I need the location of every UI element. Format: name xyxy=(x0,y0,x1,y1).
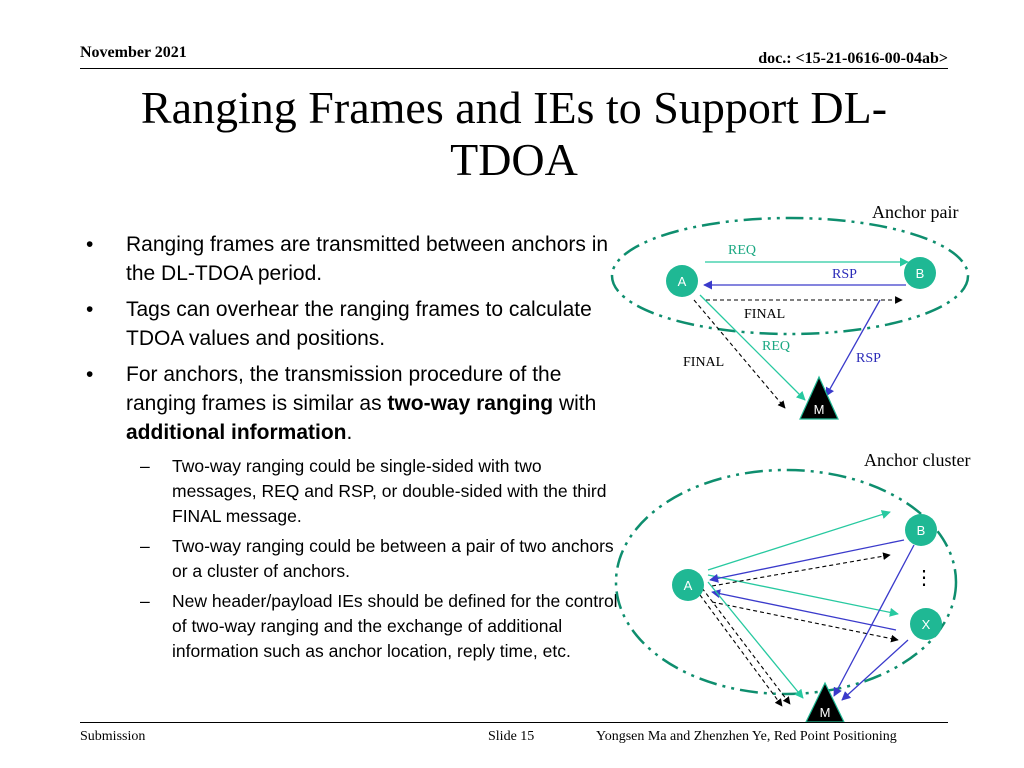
cluster-final-am2-arrow xyxy=(699,594,783,707)
bullet-bold-text: additional information xyxy=(126,421,347,444)
cluster-anchor-x xyxy=(910,608,942,640)
header-date: November 2021 xyxy=(80,44,187,61)
bullet-text: For anchors, the transmission procedure … xyxy=(126,363,562,415)
title-line-1: Ranging Frames and IEs to Support DL- xyxy=(140,82,888,133)
bullet-bold-text: two-way ranging xyxy=(387,392,554,415)
pair-rsp-label: RSP xyxy=(832,267,857,282)
pair-rsp-diag-label: RSP xyxy=(856,351,881,366)
title-line-2: TDOA xyxy=(450,134,578,185)
pair-anchor-b xyxy=(904,257,936,289)
bullet-text: Two-way ranging could be single-sided wi… xyxy=(172,456,607,526)
footer-authors: Yongsen Ma and Zhenzhen Ye, Red Point Po… xyxy=(596,729,897,744)
footer-submission: Submission xyxy=(80,729,146,744)
anchor-cluster-caption: Anchor cluster xyxy=(864,450,970,470)
cluster-final-am-arrow xyxy=(701,587,791,705)
cluster-anchor-b-label: B xyxy=(917,523,926,538)
cluster-anchor-x-label: X xyxy=(922,617,931,632)
bullet-text: New header/payload IEs should be defined… xyxy=(172,591,618,661)
bullet-marker: – xyxy=(140,591,150,611)
bullet-marker: – xyxy=(140,536,150,556)
bullet-text: Ranging frames are transmitted between a… xyxy=(126,233,609,285)
cluster-rsp-bm-arrow xyxy=(833,544,915,697)
cluster-tag-m xyxy=(805,681,845,723)
cluster-final-ax-arrow xyxy=(711,601,899,643)
bullet-text: with xyxy=(553,392,597,415)
bullet-marker: • xyxy=(86,298,94,321)
pair-req-label: REQ xyxy=(728,243,756,258)
bullet-list: • Ranging frames are transmitted between … xyxy=(82,230,622,669)
bullet-marker: – xyxy=(140,456,150,476)
cluster-rsp-xa-arrow xyxy=(711,589,897,631)
pair-final-left-label: FINAL xyxy=(683,355,724,370)
footer-slide-number: Slide 15 xyxy=(488,729,535,744)
pair-final-label: FINAL xyxy=(744,307,785,322)
pair-anchor-b-label: B xyxy=(916,266,925,281)
pair-final-to-m-arrow xyxy=(693,299,786,409)
cluster-req-ab-arrow xyxy=(707,510,891,571)
bullet-item: • For anchors, the transmission procedure… xyxy=(82,360,622,447)
bullet-text: Two-way ranging could be between a pair … xyxy=(172,536,614,581)
pair-req-to-m-arrow xyxy=(699,294,806,401)
slide-title: Ranging Frames and IEs to Support DL- TD… xyxy=(80,82,948,186)
bullet-marker: • xyxy=(86,233,94,256)
bullet-item: • Ranging frames are transmitted between … xyxy=(82,230,622,288)
cluster-ellipsis: ⋮ xyxy=(914,567,934,589)
cluster-rsp-ba-arrow xyxy=(709,539,905,583)
pair-tag-m xyxy=(799,375,839,420)
bullet-text: . xyxy=(346,421,353,444)
cluster-rsp-xm-arrow xyxy=(841,639,909,701)
sub-bullet-item: – New header/payload IEs should be define… xyxy=(82,589,622,664)
anchor-pair-caption: Anchor pair xyxy=(872,202,958,222)
pair-anchor-a-label: A xyxy=(678,274,687,289)
sub-bullet-item: – Two-way ranging could be single-sided w… xyxy=(82,454,622,529)
header-rule xyxy=(80,68,948,69)
pair-tag-m-label: M xyxy=(814,402,825,417)
cluster-anchor-a xyxy=(672,569,704,601)
pair-req-diag-label: REQ xyxy=(762,339,790,354)
header-doc-id: doc.: <15-21-0616-00-04ab> xyxy=(758,50,948,67)
pair-anchor-a xyxy=(666,265,698,297)
cluster-tag-m-label: M xyxy=(820,705,831,720)
cluster-req-am-arrow xyxy=(707,581,804,699)
anchor-pair-ellipse xyxy=(610,216,970,336)
footer-rule xyxy=(80,722,948,723)
pair-rsp-to-m-arrow xyxy=(825,299,881,397)
cluster-anchor-a-label: A xyxy=(684,578,693,593)
bullet-text: Tags can overhear the ranging frames to … xyxy=(126,298,592,350)
cluster-final-ab-arrow xyxy=(711,552,891,587)
cluster-req-ax-arrow xyxy=(707,574,899,617)
anchor-cluster-ellipse xyxy=(614,468,958,696)
cluster-anchor-b xyxy=(905,514,937,546)
bullet-marker: • xyxy=(86,363,94,386)
bullet-item: • Tags can overhear the ranging frames to… xyxy=(82,295,622,353)
sub-bullet-item: – Two-way ranging could be between a pair… xyxy=(82,534,622,584)
